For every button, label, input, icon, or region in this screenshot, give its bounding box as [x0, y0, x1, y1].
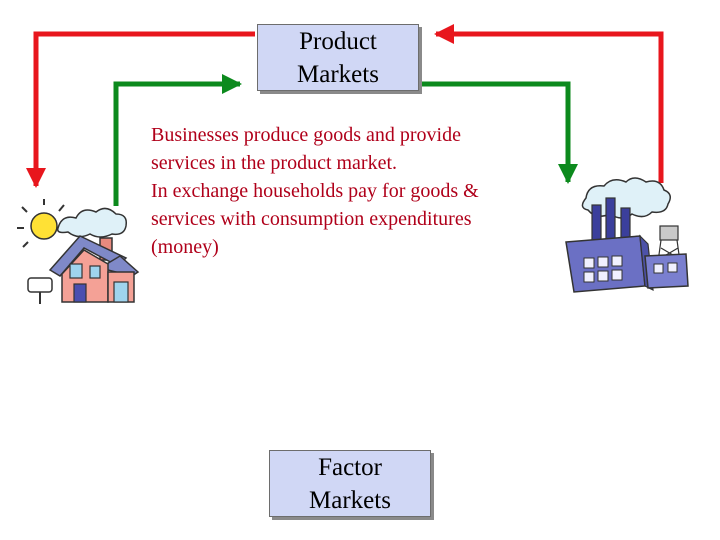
description-line: services with consumption expenditures — [151, 208, 472, 230]
description-line: (money) — [151, 236, 219, 258]
product-markets-label-line1: Product — [299, 28, 377, 55]
product-markets-label-line2: Markets — [297, 61, 379, 88]
red-arrow-to-product-markets — [434, 24, 664, 183]
house-icon — [17, 199, 140, 304]
green-arrow-to-factory — [421, 81, 578, 184]
factor-markets-box: Factor Markets — [269, 450, 431, 517]
red-arrow-to-household — [26, 31, 255, 188]
factor-markets-label-line1: Factor — [318, 454, 382, 481]
description-line: Businesses produce goods and provide — [151, 124, 461, 146]
product-markets-box: Product Markets — [257, 24, 419, 91]
description-line: services in the product market. — [151, 152, 398, 174]
description-line: In exchange households pay for goods & — [151, 180, 479, 202]
factory-icon — [565, 177, 689, 293]
green-arrow-to-product-markets — [113, 74, 242, 206]
factor-markets-label-line2: Markets — [309, 487, 391, 514]
product-market-description: Businesses produce goods and provide ser… — [151, 121, 551, 261]
